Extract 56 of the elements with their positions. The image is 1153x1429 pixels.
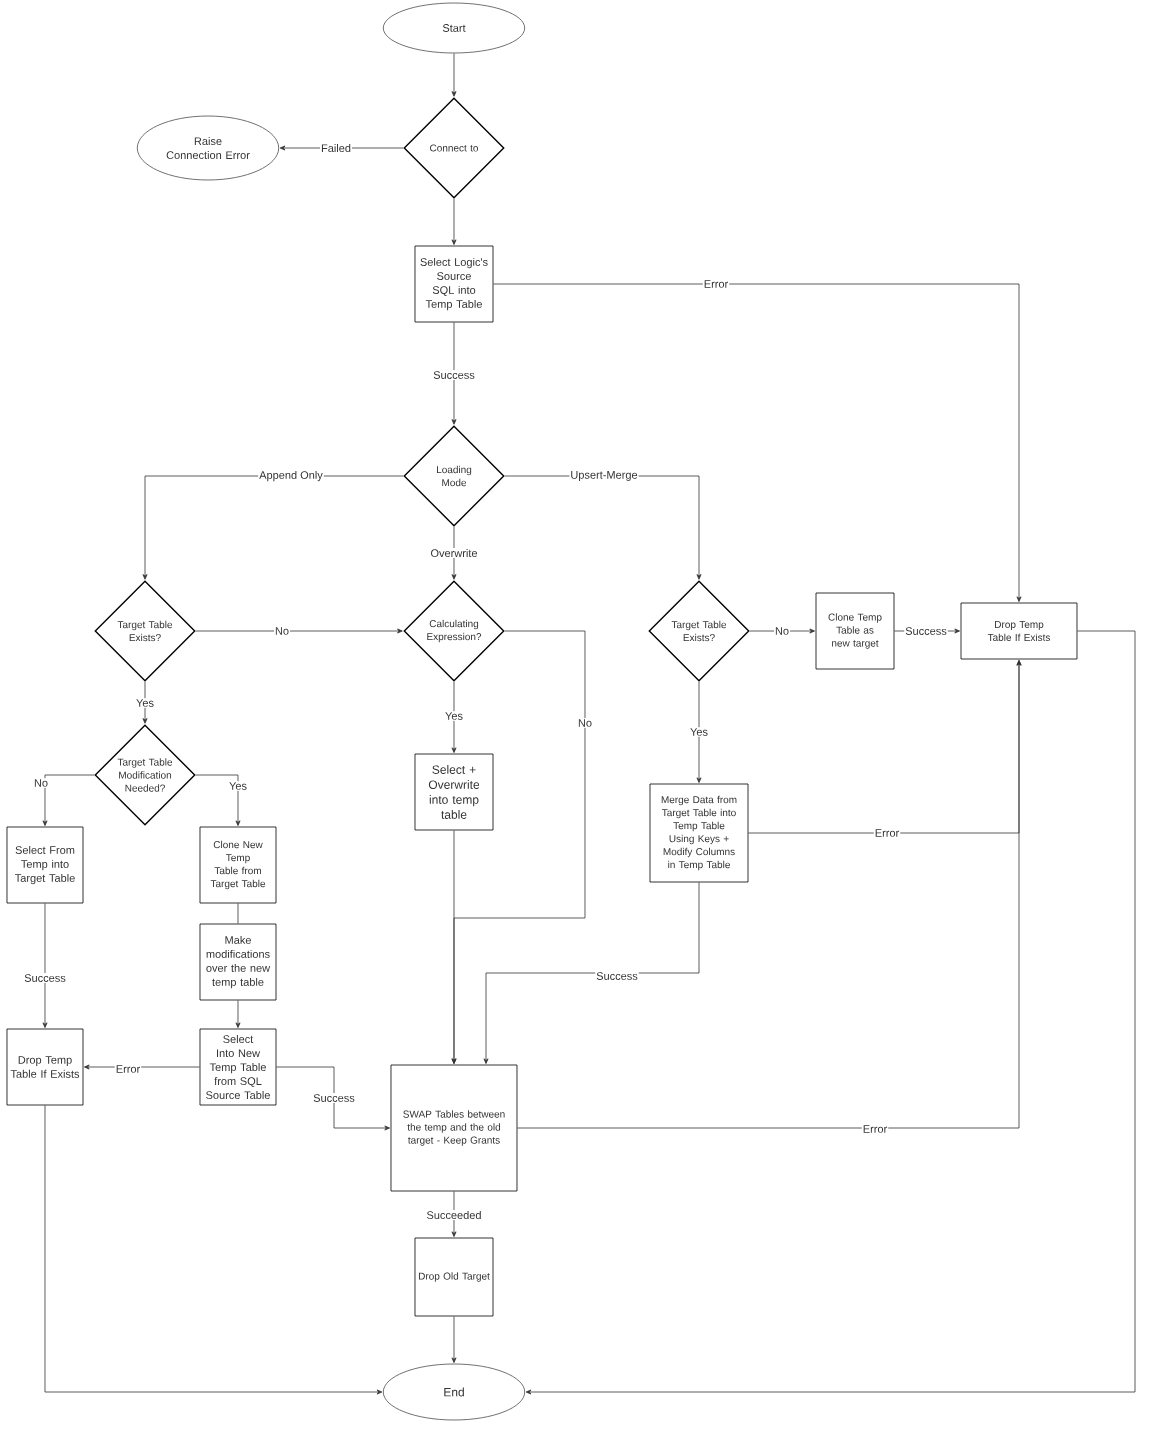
arrow (195, 628, 403, 634)
edge-label: Yes (689, 727, 709, 737)
process-box: Select From Temp into Target Table (6, 826, 84, 904)
edge-label: Failed (320, 142, 352, 154)
arrow (749, 628, 815, 634)
edge-label: Append Only (258, 469, 324, 483)
arrow (42, 903, 48, 1028)
arrow (696, 681, 702, 783)
arrow (142, 681, 148, 724)
edge-label: No (773, 626, 791, 636)
process-box: Select Into New Temp Table from SQL Source Table (199, 1028, 277, 1106)
edge-label: Error (873, 828, 901, 838)
arrow (525, 630, 1136, 1395)
process-box: Merge Data from Target Table into Temp Table Using Keys + Modify Columns in Temp Table (649, 783, 749, 883)
arrow (483, 882, 700, 1064)
edge-label: Overwrite (429, 547, 479, 559)
arrow (451, 322, 457, 425)
arrow (451, 53, 457, 97)
edge-label: Error (861, 1124, 889, 1134)
edge-label: Success (23, 973, 67, 983)
process-box: Drop Temp Table If Exists (960, 602, 1078, 660)
edge-label: Success (432, 370, 476, 380)
process-box: Drop Old Target (414, 1237, 494, 1317)
edge-label: Yes (135, 698, 155, 708)
arrow (42, 774, 95, 826)
process-box: Drop Temp Table If Exists (6, 1028, 84, 1106)
edge-label: Success (595, 971, 639, 981)
edge-label: Error (114, 1064, 142, 1074)
arrow (451, 198, 457, 245)
edge-label: Succeeded (425, 1209, 483, 1221)
edge-label: Upsert-Merge (569, 470, 639, 482)
edge-label: Success (904, 626, 948, 636)
edge-label: Success (312, 1093, 356, 1103)
arrow (493, 283, 1022, 602)
process-box: Clone New Temp Table from Target Table (199, 826, 277, 904)
arrow (451, 681, 457, 753)
arrow (195, 774, 241, 826)
arrow (451, 1316, 457, 1363)
edge-label: No (273, 626, 291, 636)
process-box: Select + Overwrite into temp table (414, 753, 494, 831)
arrow (276, 1066, 390, 1131)
arrow (517, 660, 1022, 1129)
edge-label: Yes (444, 711, 464, 721)
process-box: SWAP Tables between the temp and the old target - Keep Grants (390, 1064, 518, 1192)
process-box: Select Logic's Source SQL into Temp Table (414, 245, 494, 323)
arrow (44, 1105, 383, 1395)
edge-label: Error (702, 279, 730, 289)
arrow (451, 1191, 457, 1237)
edge-label: Yes (228, 781, 248, 791)
arrow (235, 1000, 241, 1028)
edge-label: No (576, 718, 594, 728)
process-box: Clone Temp Table as new target (815, 592, 895, 670)
process-box: Make modifications over the new temp table (199, 923, 277, 1001)
edge-label: No (32, 778, 50, 788)
arrow (451, 526, 457, 580)
arrow (451, 830, 457, 1064)
